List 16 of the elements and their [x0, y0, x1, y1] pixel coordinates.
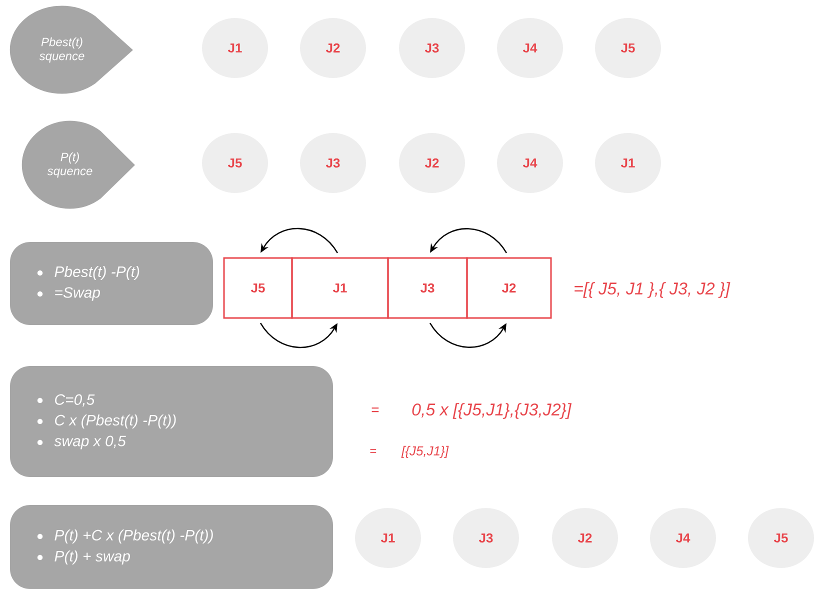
result-text: [{J5,J1}]: [401, 446, 449, 458]
result-text: =: [370, 449, 376, 453]
result-text: =[{ J5, J1 },{ J3, J2 }]: [574, 282, 730, 298]
formula-box: P(t) +C x (Pbest(t) -P(t)) P(t) + swap: [10, 504, 333, 589]
sequence-cell: J1: [291, 257, 389, 319]
swap-arrow: [260, 228, 338, 254]
result-text: =: [372, 408, 379, 412]
sequence-cell: J2: [466, 257, 552, 319]
sequence-cell: J5: [223, 257, 293, 319]
result-text: 0,5 x [{J5,J1},{J3,J2}]: [412, 403, 572, 419]
swap-arrow: [429, 322, 506, 348]
formula-box: Pbest(t) -P(t) =Swap: [10, 242, 213, 325]
swap-arrow: [260, 322, 338, 348]
formula-box: C=0,5 C x (Pbest(t) -P(t)) swap x 0,5: [10, 366, 333, 477]
swap-arrow: [430, 228, 508, 254]
sequence-cell: J3: [387, 257, 468, 319]
